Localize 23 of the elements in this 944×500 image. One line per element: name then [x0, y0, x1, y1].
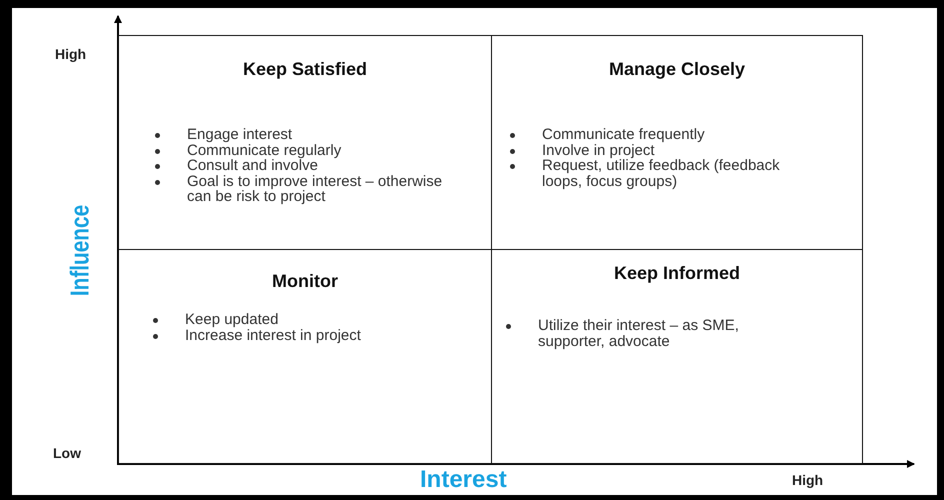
quadrant-cell: [118, 249, 492, 464]
bullet-point: Engage interest: [154, 127, 454, 142]
bullet-point: Request, utilize feedback (feedback loops, focus groups): [509, 158, 809, 189]
axis-label: High: [792, 472, 824, 488]
quadrant-heading: Keep Informed: [612, 264, 742, 283]
bullet-point: Communicate frequently: [509, 127, 809, 142]
axis-title: Influence: [64, 204, 96, 296]
axis-label: High: [55, 46, 86, 62]
bullet-point: Increase interest in project: [152, 328, 392, 343]
bullet-point: Consult and involve: [154, 158, 454, 174]
axis-title: Interest: [420, 466, 507, 494]
quadrant-cell: [118, 35, 492, 250]
quadrant-heading: Keep Satisfied: [242, 60, 368, 79]
quadrant-cell: [491, 35, 863, 250]
bullet-point: Communicate regularly: [154, 142, 454, 158]
quadrant-heading: Manage Closely: [608, 60, 746, 79]
bullet-point: Goal is to improve interest – otherwise can be risk to project: [154, 174, 454, 204]
axis-label: Low: [53, 445, 81, 461]
quadrant-heading: Monitor: [271, 272, 339, 291]
quadrant-cell: [491, 249, 863, 464]
bullet-point: Utilize their interest – as SME, supporter, advocate: [505, 318, 805, 349]
bullet-point: Involve in project: [509, 142, 809, 158]
bullet-point: Keep updated: [152, 312, 392, 328]
